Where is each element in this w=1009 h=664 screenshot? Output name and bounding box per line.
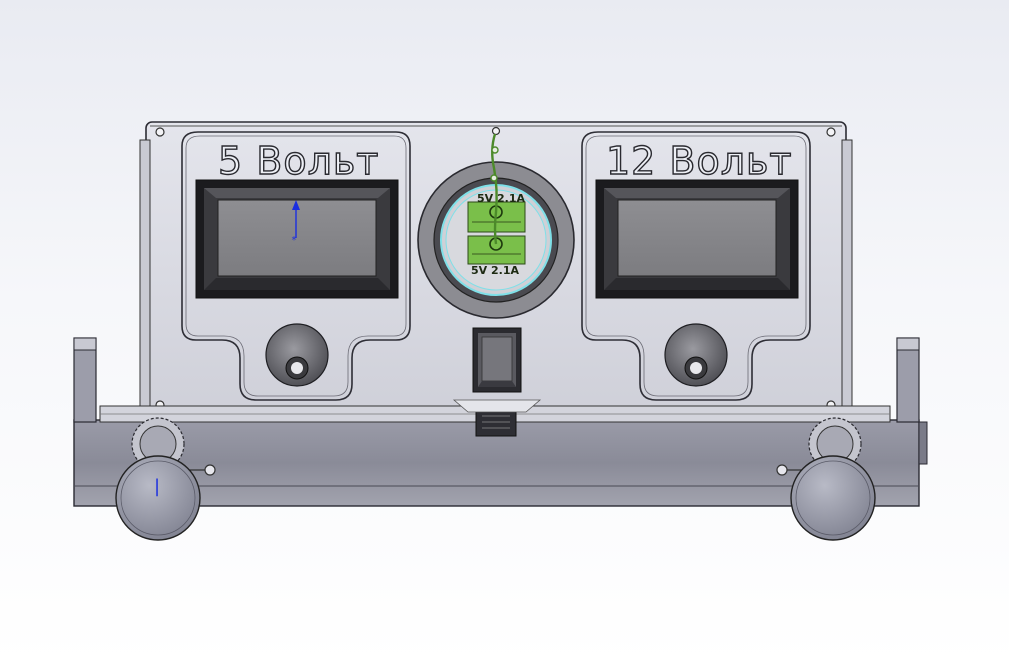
- right-big-knob[interactable]: [790, 455, 876, 541]
- right-meter-recess: [581, 131, 811, 401]
- usb-bottom-rating: 5V 2.1A: [471, 264, 519, 277]
- left-gear-icon: [131, 417, 185, 471]
- svg-text:*: *: [292, 235, 297, 246]
- left-big-knob[interactable]: |: [115, 455, 201, 541]
- right-voltage-label: 12 Вольт: [606, 139, 793, 183]
- right-pin: [776, 464, 812, 476]
- knob-marker: |: [154, 476, 160, 497]
- screw-icon: [155, 127, 165, 137]
- left-display-screen: [217, 199, 377, 277]
- left-adjust-knob[interactable]: [265, 323, 329, 387]
- left-pin: [180, 464, 216, 476]
- left-meter-recess: [181, 131, 411, 401]
- wire-harness: [490, 133, 499, 245]
- left-voltage-label: 5 Вольт: [218, 139, 379, 183]
- right-voltmeter-display: [595, 179, 799, 299]
- coordinate-axis-icon: *: [292, 200, 300, 246]
- usb-top-rating: 5V 2.1A: [477, 192, 525, 205]
- power-rocker-switch[interactable]: [472, 327, 522, 393]
- screw-icon: [491, 126, 501, 136]
- right-display-screen: [617, 199, 777, 277]
- base-housing: [73, 337, 928, 507]
- right-adjust-knob[interactable]: [664, 323, 728, 387]
- screw-icon: [826, 127, 836, 137]
- left-voltmeter-display: *: [195, 179, 399, 299]
